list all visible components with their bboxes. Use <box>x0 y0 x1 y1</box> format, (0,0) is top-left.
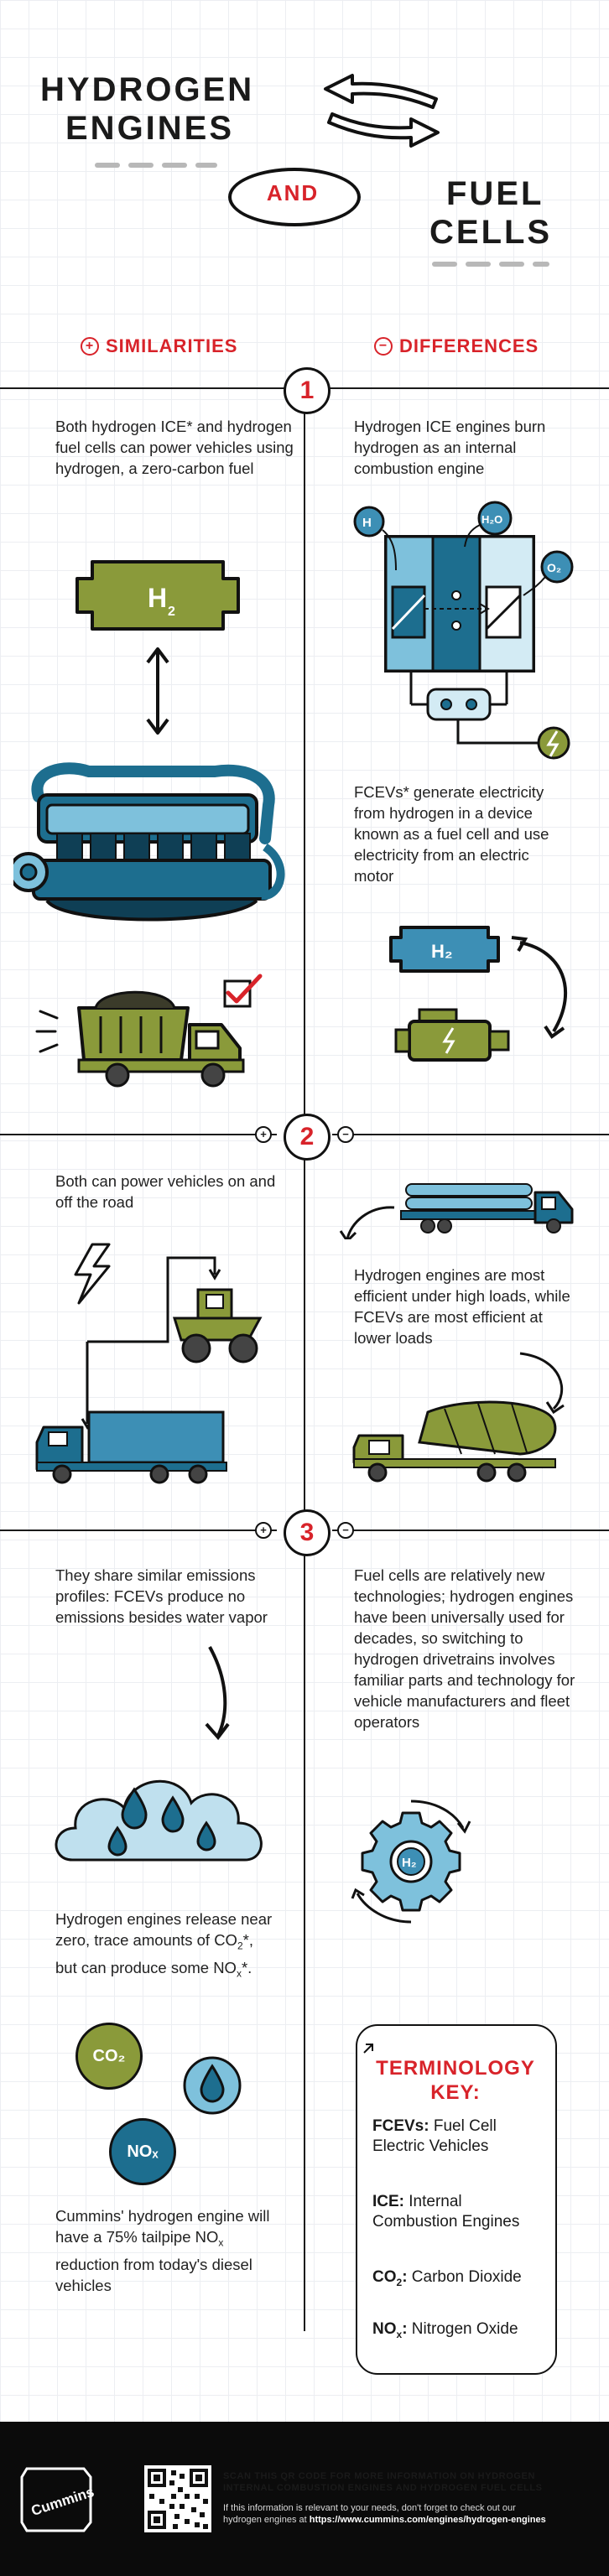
title-underline-dashes <box>95 163 217 168</box>
differences-label: DIFFERENCES <box>399 335 539 356</box>
title-underline-dashes-2 <box>432 262 549 267</box>
h2-tank-icon: H 2 <box>75 560 240 631</box>
qr-caption-line1: SCAN THIS QR CODE FOR MORE INFORMATION O… <box>223 2471 536 2481</box>
section-3-minus-icon: − <box>337 1522 354 1539</box>
h2-tank-label: H <box>148 583 167 613</box>
similarity-1-text: Both hydrogen ICE* and hydrogen fuel cel… <box>55 418 294 477</box>
term-nox: NOx: Nitrogen Oxide <box>372 2320 518 2340</box>
terminology-title-2: KEY: <box>430 2081 481 2104</box>
fuel-cell-diagram: H H₂O O₂ <box>353 501 574 760</box>
o2-badge: O₂ <box>547 561 561 574</box>
section-1-number: 1 <box>284 367 331 414</box>
term-ice: ICE: Internal Combustion Engines <box>372 2193 520 2231</box>
double-arrow-icon <box>146 647 169 735</box>
minus-circle-icon: − <box>374 337 393 356</box>
gear-h2-label: H₂ <box>402 1856 417 1870</box>
info-line1: If this information is relevant to your … <box>223 2503 516 2513</box>
title-engines: ENGINES <box>65 110 235 147</box>
emissions-text: Hydrogen engines release near zero, trac… <box>55 1910 273 1980</box>
similarity-3-text: They share similar emissions profiles: F… <box>55 1566 268 1626</box>
curved-arrow-icon <box>205 1646 230 1741</box>
qr-code-icon[interactable] <box>144 2465 211 2532</box>
center-divider <box>304 369 305 2331</box>
section-2-plus-icon: + <box>255 1126 272 1143</box>
differences-heading: − DIFFERENCES <box>374 335 539 357</box>
difference-1a-text: Hydrogen ICE engines burn hydrogen as an… <box>354 418 546 477</box>
cummins-reduction-text: Cummins' hydrogen engine will have a 75%… <box>55 2207 270 2294</box>
and-label: AND <box>266 180 320 205</box>
swap-arrows-icon <box>324 74 440 148</box>
similarities-heading: + SIMILARITIES <box>81 335 237 357</box>
h2-small-label: H₂ <box>431 941 453 962</box>
co2-badge: CO₂ <box>75 2023 143 2090</box>
section-2-minus-icon: − <box>337 1126 354 1143</box>
similarity-2-text: Both can power vehicles on and off the r… <box>55 1172 276 1211</box>
info-line2: hydrogen engines at https://www.cummins.… <box>223 2515 546 2525</box>
section-3-plus-icon: + <box>255 1522 272 1539</box>
term-fcevs: FCEVs: Fuel Cell Electric Vehicles <box>372 2117 497 2155</box>
section-2-rule-right <box>332 1134 609 1135</box>
h2-to-motor-icon: H₂ <box>389 926 568 1062</box>
water-vapor-cloud-icon <box>55 1780 263 1862</box>
h2o-badge: H₂O <box>481 513 502 526</box>
hydrogen-engine-icon <box>13 762 285 922</box>
footer <box>0 2422 609 2576</box>
section-3-number: 3 <box>284 1509 331 1556</box>
similarities-label: SIMILARITIES <box>106 335 238 356</box>
section-3-rule-left <box>0 1530 277 1531</box>
and-oval <box>228 168 361 226</box>
qr-caption-line2: INTERNAL COMBUSTION ENGINES AND HYDROGEN… <box>223 2483 543 2493</box>
section-2-rule-left <box>0 1134 277 1135</box>
terminology-arrow-icon <box>363 2044 373 2054</box>
title-cells: CELLS <box>429 214 553 251</box>
terminology-title-1: TERMINOLOGY <box>376 2057 535 2080</box>
terminology-box <box>356 2024 557 2375</box>
difference-3-text: Fuel cells are relatively new technologi… <box>354 1566 575 1731</box>
tanker-truck-icon <box>339 1183 574 1239</box>
hydrogen-engines-link[interactable]: https://www.cummins.com/engines/hydrogen… <box>309 2515 546 2525</box>
on-off-road-trucks-icon <box>35 1243 263 1484</box>
section-2-number: 2 <box>284 1114 331 1161</box>
difference-1b-text: FCEVs* generate electricity from hydroge… <box>354 783 549 885</box>
cummins-logo: Cummins <box>20 2467 96 2532</box>
term-co2: CO2: Carbon Dioxide <box>372 2268 522 2288</box>
nox-badge: NOₓ <box>109 2118 176 2185</box>
h-badge: H <box>362 516 372 530</box>
difference-2-text: Hydrogen engines are most efficient unde… <box>354 1266 570 1347</box>
title-hydrogen: HYDROGEN <box>40 71 255 108</box>
section-3-rule-right <box>332 1530 609 1531</box>
svg-text:2: 2 <box>168 605 175 619</box>
water-drop-badge-icon <box>183 2056 242 2115</box>
cement-truck-icon <box>352 1352 565 1483</box>
dump-truck-icon <box>35 974 263 1088</box>
plus-circle-icon: + <box>81 337 99 356</box>
gear-h2-icon: H₂ <box>351 1800 471 1924</box>
title-fuel: FUEL <box>446 175 544 212</box>
